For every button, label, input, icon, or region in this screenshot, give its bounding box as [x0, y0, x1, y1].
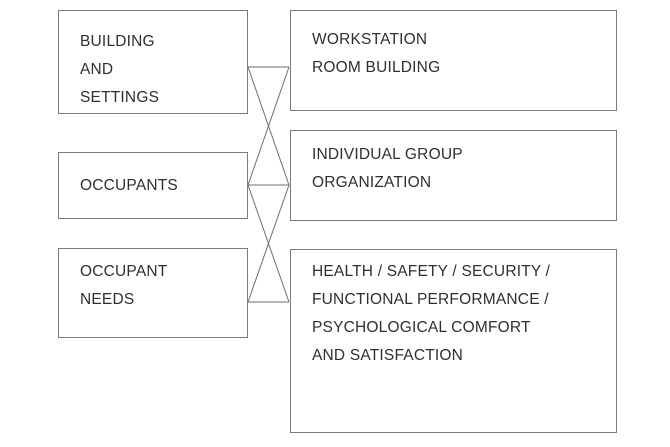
node-label-workstation-room-building: WORKSTATION ROOM BUILDING [312, 31, 441, 76]
node-label-individual-group-organization: INDIVIDUAL GROUP ORGANIZATION [312, 146, 463, 191]
node-label-occupants: OCCUPANTS [80, 177, 178, 194]
node-box-individual-group-organization[interactable]: INDIVIDUAL GROUP ORGANIZATION [290, 130, 617, 221]
connector-occupants-to-health [247, 184, 290, 303]
node-box-health-safety-security[interactable]: HEALTH / SAFETY / SECURITY / FUNCTIONAL … [290, 249, 617, 433]
node-box-workstation-room-building[interactable]: WORKSTATION ROOM BUILDING [290, 10, 617, 111]
connector-needs-to-individual [247, 184, 290, 303]
node-box-occupants[interactable]: OCCUPANTS [58, 152, 248, 219]
node-label-building-and-settings: BUILDING AND SETTINGS [80, 33, 160, 106]
node-box-building-and-settings[interactable]: BUILDING AND SETTINGS [58, 10, 248, 114]
node-label-occupant-needs: OCCUPANT NEEDS [80, 263, 168, 308]
connector-bs-to-individual [247, 66, 290, 186]
connector-occupants-to-workstation [247, 66, 290, 186]
node-box-occupant-needs[interactable]: OCCUPANT NEEDS [58, 248, 248, 338]
node-label-health-safety-security: HEALTH / SAFETY / SECURITY / FUNCTIONAL … [312, 263, 551, 364]
